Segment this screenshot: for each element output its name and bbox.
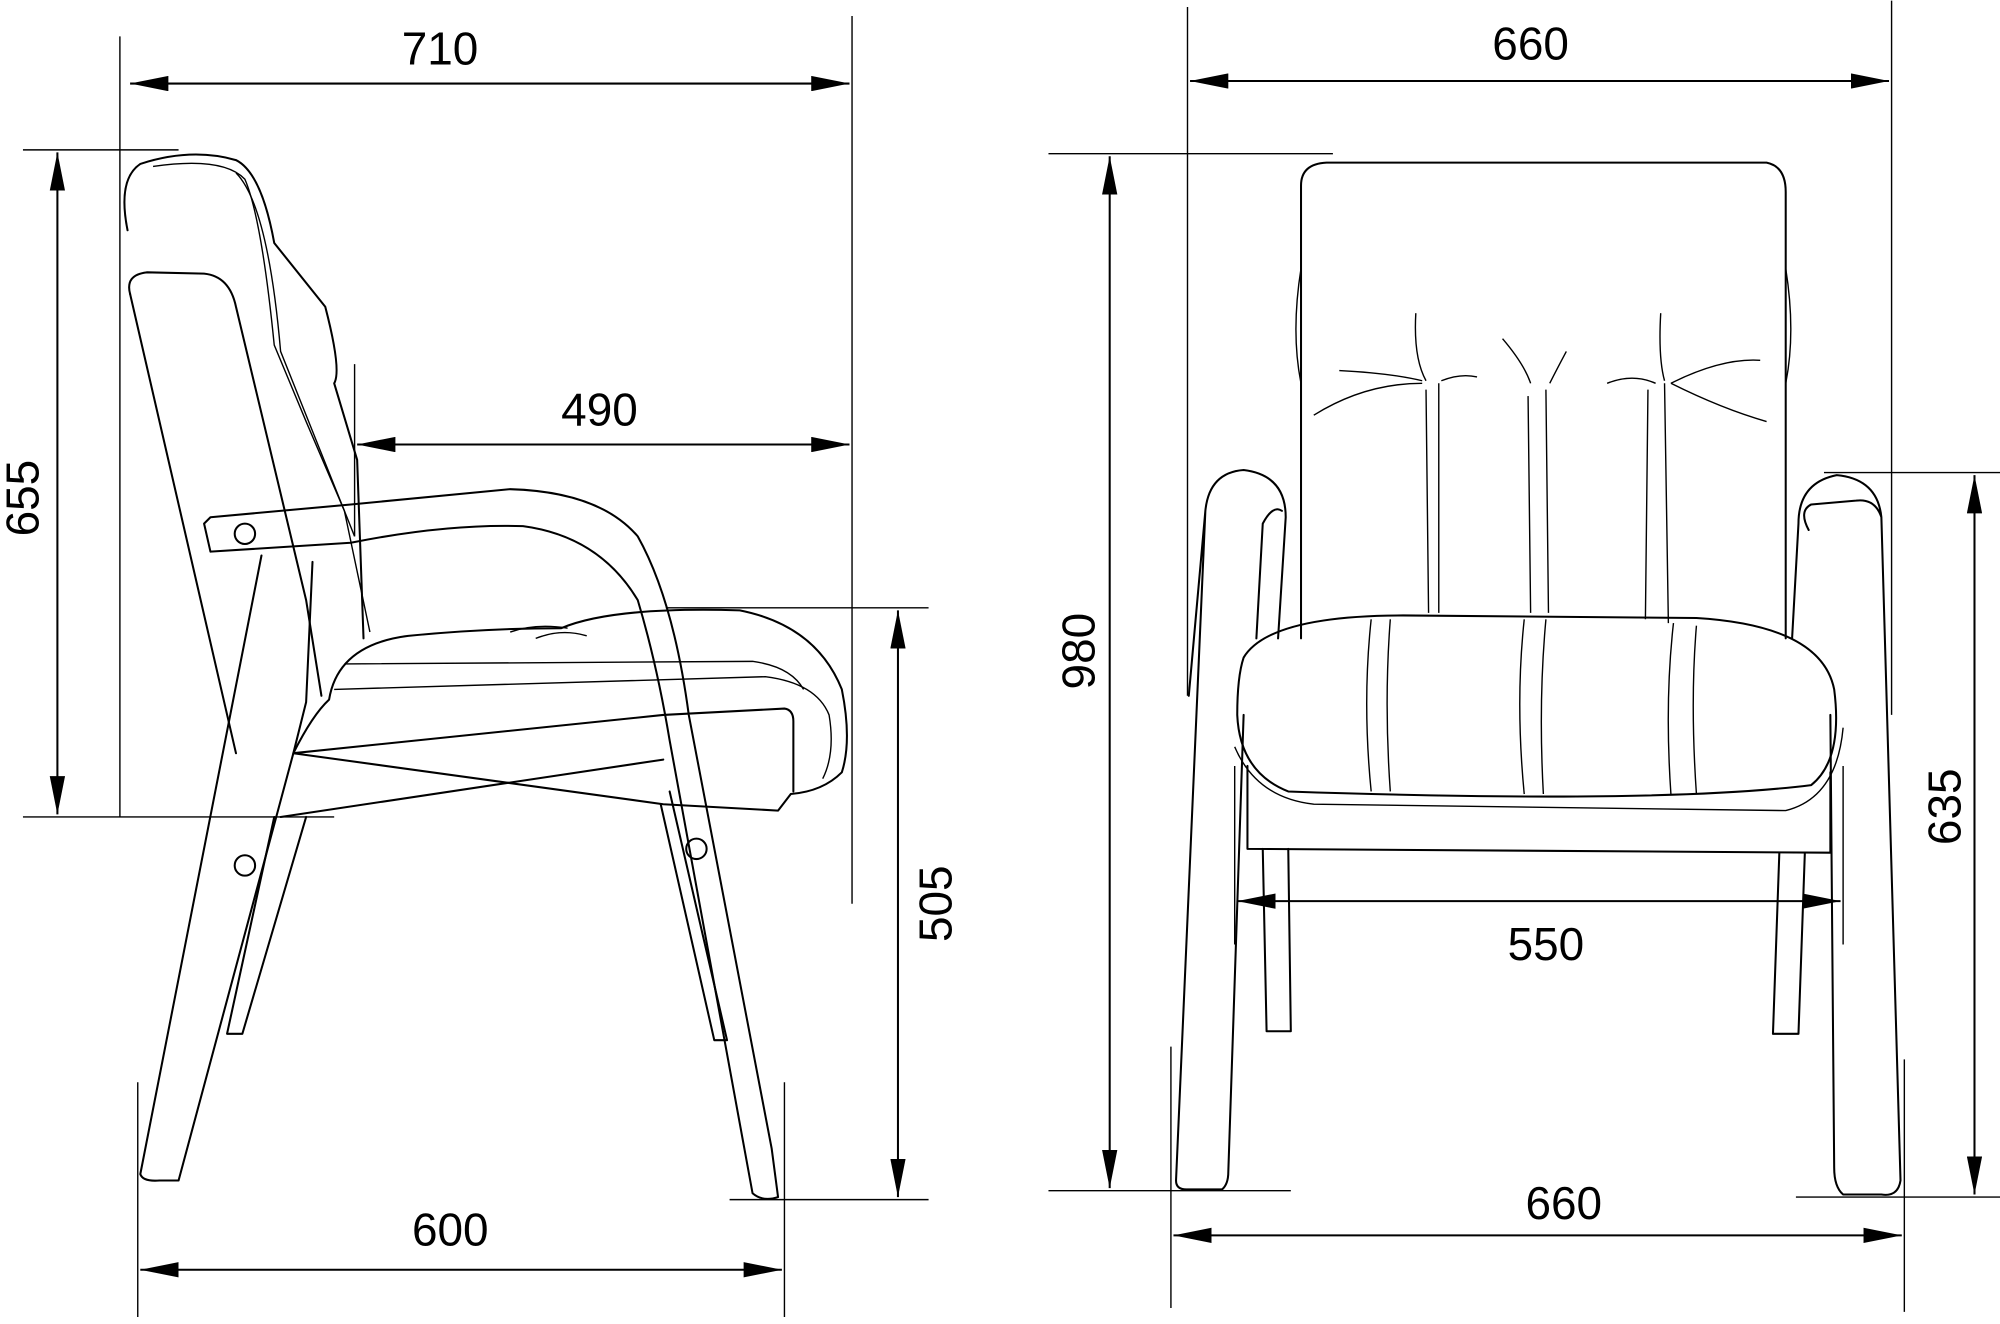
- front-view-dimensions: 660 980 635 550 660: [1048, 0, 2000, 1312]
- front-left-arm-leg: [1175, 469, 1287, 1191]
- front-inner-right-leg: [1771, 851, 1806, 1035]
- front-seat-cushion: [1236, 614, 1838, 798]
- dim-base-width: 660: [1525, 1177, 1602, 1229]
- side-seat-frame: [279, 707, 795, 818]
- side-seat-cushion: [292, 608, 848, 812]
- dim-overall-depth: 710: [402, 22, 479, 74]
- side-back-leg: [139, 554, 314, 1182]
- side-back-cushion: [128, 271, 323, 697]
- side-armrest: [203, 488, 780, 1200]
- side-front-leg: [659, 790, 729, 1042]
- side-backrest: [123, 153, 365, 640]
- dim-total-height: 980: [1052, 613, 1104, 690]
- dim-seat-depth: 490: [561, 383, 638, 435]
- dim-seat-width: 550: [1508, 918, 1585, 970]
- front-seat-base: [1246, 764, 1832, 854]
- dim-top-width: 660: [1492, 17, 1569, 69]
- side-view-dimensions: 710 490 655 505 600: [0, 15, 962, 1317]
- dim-seat-height: 505: [910, 865, 962, 942]
- dim-base-depth: 600: [412, 1204, 489, 1256]
- side-view-chair: [123, 153, 848, 1200]
- front-view-chair: [1175, 161, 1902, 1196]
- front-inner-left-leg: [1261, 847, 1292, 1033]
- dim-back-height: 655: [0, 460, 48, 537]
- front-back-cushion: [1300, 161, 1787, 640]
- dim-arm-height: 635: [1918, 768, 1970, 845]
- front-right-arm-leg: [1791, 474, 1902, 1196]
